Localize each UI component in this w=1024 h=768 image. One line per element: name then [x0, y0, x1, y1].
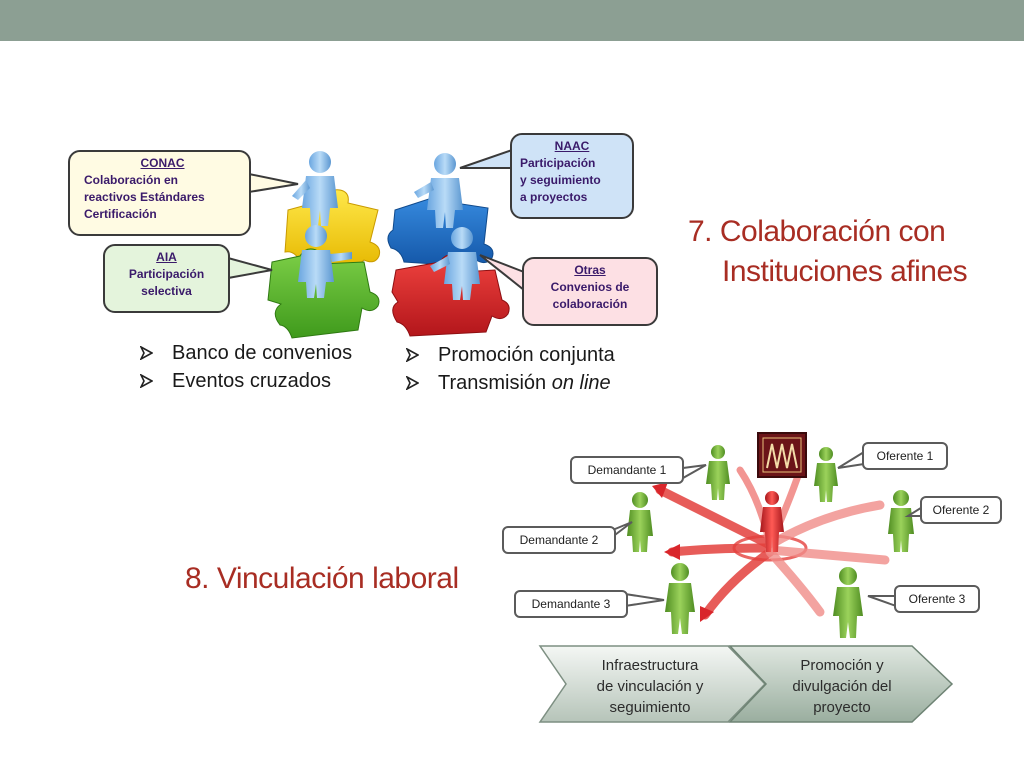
bullet-text: Eventos cruzados — [172, 370, 331, 392]
oferente-3-figure — [833, 567, 863, 638]
bullet-item: Banco de convenios — [140, 339, 352, 367]
person-figure-green — [298, 225, 352, 298]
oferente-1-figure — [814, 447, 838, 502]
callout-naac: NAAC Participación y seguimiento a proye… — [510, 133, 634, 219]
top-banner — [0, 0, 1024, 41]
arrow-bullet-icon — [406, 348, 419, 362]
arrow-bullet-icon — [406, 376, 419, 390]
label-demandante-1: Demandante 1 — [570, 456, 684, 484]
section-7-title-line2: Instituciones afines — [722, 255, 968, 288]
arrow-bullet-icon — [140, 346, 153, 360]
label-oferente-3: Oferente 3 — [894, 585, 980, 613]
callout-aia: AIA Participación selectiva — [103, 244, 230, 313]
oferente-2-figure — [888, 490, 914, 552]
bullet-text: Banco de convenios — [172, 342, 353, 364]
bullet-text: Promoción conjunta — [438, 344, 615, 366]
callout-naac-line: Participación — [520, 156, 596, 170]
person-figure-yellow — [292, 151, 338, 226]
callout-conac-head: CONAC — [140, 156, 185, 170]
label-demandante-2: Demandante 2 — [502, 526, 616, 554]
callout-conac-line: Certificación — [84, 207, 157, 221]
callout-otras-line: colaboración — [552, 297, 628, 311]
chevron-2-line: Promoción y — [800, 657, 884, 674]
callout-naac-head: NAAC — [554, 139, 590, 153]
bullet-list-right: Promoción conjunta Transmisión on line — [406, 341, 615, 397]
label-oferente-2: Oferente 2 — [920, 496, 1002, 524]
label-oferente-1: Oferente 1 — [862, 442, 948, 470]
person-figure-blue — [414, 153, 463, 228]
bullet-item: Transmisión on line — [406, 369, 615, 397]
demandante-1-figure — [706, 445, 730, 500]
chevron-2-line: divulgación del — [792, 678, 892, 695]
callout-naac-line: a proyectos — [520, 190, 588, 204]
chevron-2-line: proyecto — [813, 699, 871, 716]
callout-naac-line: y seguimiento — [520, 173, 601, 187]
arrow-bullet-icon — [140, 374, 153, 388]
bullet-list-left: Banco de convenios Eventos cruzados — [140, 339, 352, 395]
label-demandante-3: Demandante 3 — [514, 590, 628, 618]
demandante-3-figure — [665, 563, 695, 634]
callout-aia-head: AIA — [156, 250, 177, 264]
callout-otras-line: Convenios de — [550, 280, 630, 294]
bullet-text: Transmisión — [438, 372, 552, 394]
chevron-1-line: seguimiento — [609, 699, 691, 716]
chevron-2-text: Promoción y divulgación del proyecto — [770, 655, 914, 718]
bullet-item: Eventos cruzados — [140, 367, 352, 395]
section-8-title: 8. Vinculación laboral — [185, 562, 459, 595]
arrow-heads — [652, 482, 714, 622]
callout-conac-line: reactivos Estándares — [84, 190, 205, 204]
callout-conac: CONAC Colaboración en reactivos Estándar… — [68, 150, 251, 236]
section-7-title: 7. Colaboración con Instituciones afines — [688, 212, 968, 292]
section-7-title-line1: 7. Colaboración con — [688, 215, 946, 248]
brand-logo-icon — [757, 432, 807, 478]
person-figure-red — [430, 227, 480, 300]
central-person-figure — [760, 491, 784, 552]
callout-otras: Otras Convenios de colaboración — [522, 257, 658, 326]
callout-aia-line: selectiva — [141, 284, 192, 298]
callout-aia-line: Participación — [128, 267, 205, 281]
bullet-item: Promoción conjunta — [406, 341, 615, 369]
chevron-1-text: Infraestructura de vinculación y seguimi… — [575, 655, 725, 718]
chevron-1-line: de vinculación y — [596, 678, 704, 695]
bullet-text-emphasis: on line — [551, 372, 611, 394]
callout-conac-line: Colaboración en — [84, 173, 179, 187]
demandante-2-figure — [627, 492, 653, 552]
process-chevrons — [538, 645, 954, 723]
chevron-1-line: Infraestructura — [601, 657, 699, 674]
callout-otras-head: Otras — [574, 263, 606, 277]
